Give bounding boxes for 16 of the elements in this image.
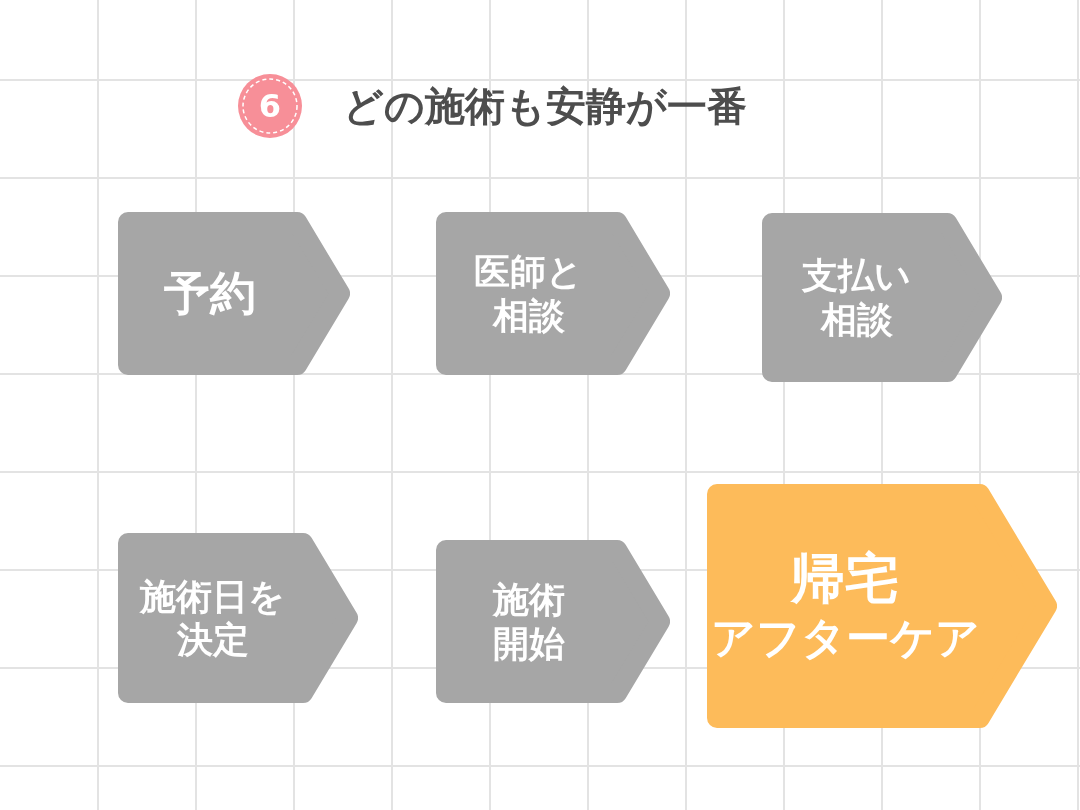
step-label: 施術日を決定 (138, 574, 286, 662)
number-badge (238, 74, 302, 138)
step-arrow (436, 540, 670, 703)
step-label: 医師と相談 (473, 250, 585, 337)
step-label: 予約 (162, 265, 257, 322)
step-label: 帰宅 (791, 547, 900, 612)
step-sublabel: アフターケア (710, 612, 980, 665)
badge-number: 6 (258, 90, 282, 122)
step-arrow (762, 213, 1002, 382)
highlighted-step-arrow (707, 484, 1057, 728)
step-label: 施術開始 (491, 578, 566, 665)
title: どの施術も安静が一番 (343, 82, 747, 130)
step-arrow (118, 212, 350, 375)
step-arrow (118, 533, 358, 703)
step-label: 支払い相談 (801, 254, 913, 341)
step-arrow (436, 212, 670, 375)
